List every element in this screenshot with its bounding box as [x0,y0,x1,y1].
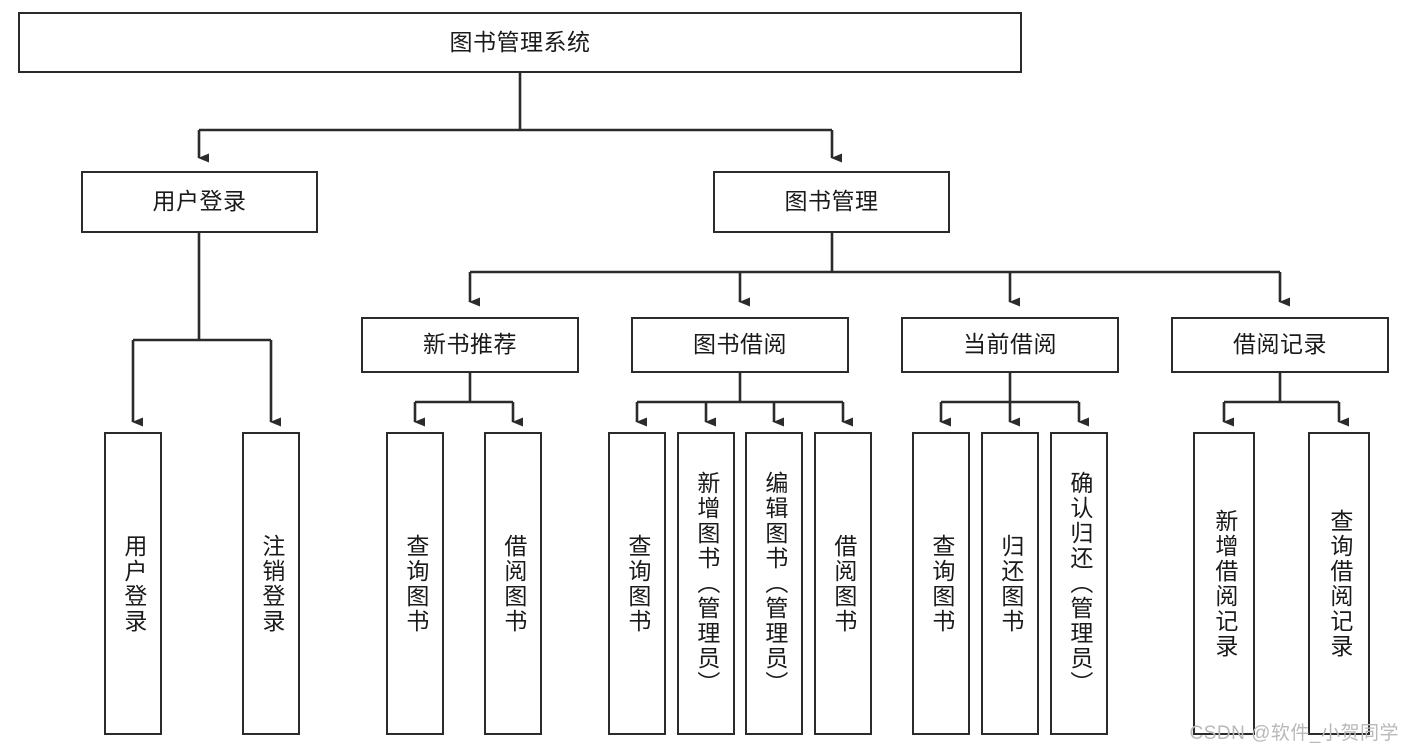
node-leaf-add-book[interactable]: 新增图书（管理员） [677,432,735,735]
node-new-book-rec[interactable]: 新书推荐 [361,317,579,373]
watermark-csdn: CSDN @软件_小贺同学 [1189,723,1399,744]
node-label: 新书推荐 [423,331,517,358]
node-label: 查询借阅记录 [1326,508,1353,659]
node-label: 新增借阅记录 [1211,508,1238,659]
node-label: 用户登录 [152,188,247,215]
node-leaf-user-login[interactable]: 用户登录 [104,432,162,735]
node-label: 图书借阅 [693,331,787,358]
node-label: 新增图书（管理员） [693,471,720,696]
node-label: 确认归还（管理员） [1066,471,1093,696]
node-leaf-edit-book[interactable]: 编辑图书（管理员） [745,432,803,735]
node-leaf-query-record[interactable]: 查询借阅记录 [1308,432,1370,735]
node-label: 借阅图书 [830,533,857,634]
node-label: 查询图书 [402,533,429,634]
node-label: 用户登录 [120,533,147,634]
node-borrow-record[interactable]: 借阅记录 [1171,317,1389,373]
node-leaf-user-logout[interactable]: 注销登录 [242,432,300,735]
node-leaf-query-book-3[interactable]: 查询图书 [912,432,970,735]
node-user-login[interactable]: 用户登录 [81,171,318,233]
node-label: 借阅图书 [500,533,527,634]
node-label: 当前借阅 [963,331,1057,358]
node-label: 图书管理系统 [449,28,591,55]
node-label: 查询图书 [624,533,651,634]
node-book-manage[interactable]: 图书管理 [713,171,950,233]
node-leaf-borrow-book-2[interactable]: 借阅图书 [814,432,872,735]
node-leaf-query-book-2[interactable]: 查询图书 [608,432,666,735]
node-leaf-confirm-return[interactable]: 确认归还（管理员） [1050,432,1108,735]
node-book-borrow[interactable]: 图书借阅 [631,317,849,373]
node-root-book-management-system[interactable]: 图书管理系统 [18,12,1022,73]
node-leaf-query-book-1[interactable]: 查询图书 [386,432,444,735]
node-label: 查询图书 [928,533,955,634]
node-leaf-add-record[interactable]: 新增借阅记录 [1193,432,1255,735]
node-current-borrow[interactable]: 当前借阅 [901,317,1119,373]
node-leaf-borrow-book-1[interactable]: 借阅图书 [484,432,542,735]
node-label: 编辑图书（管理员） [761,471,788,696]
node-label: 归还图书 [997,533,1024,634]
node-label: 注销登录 [258,533,285,634]
node-label: 图书管理 [784,188,879,215]
node-label: 借阅记录 [1233,331,1327,358]
node-leaf-return-book[interactable]: 归还图书 [981,432,1039,735]
